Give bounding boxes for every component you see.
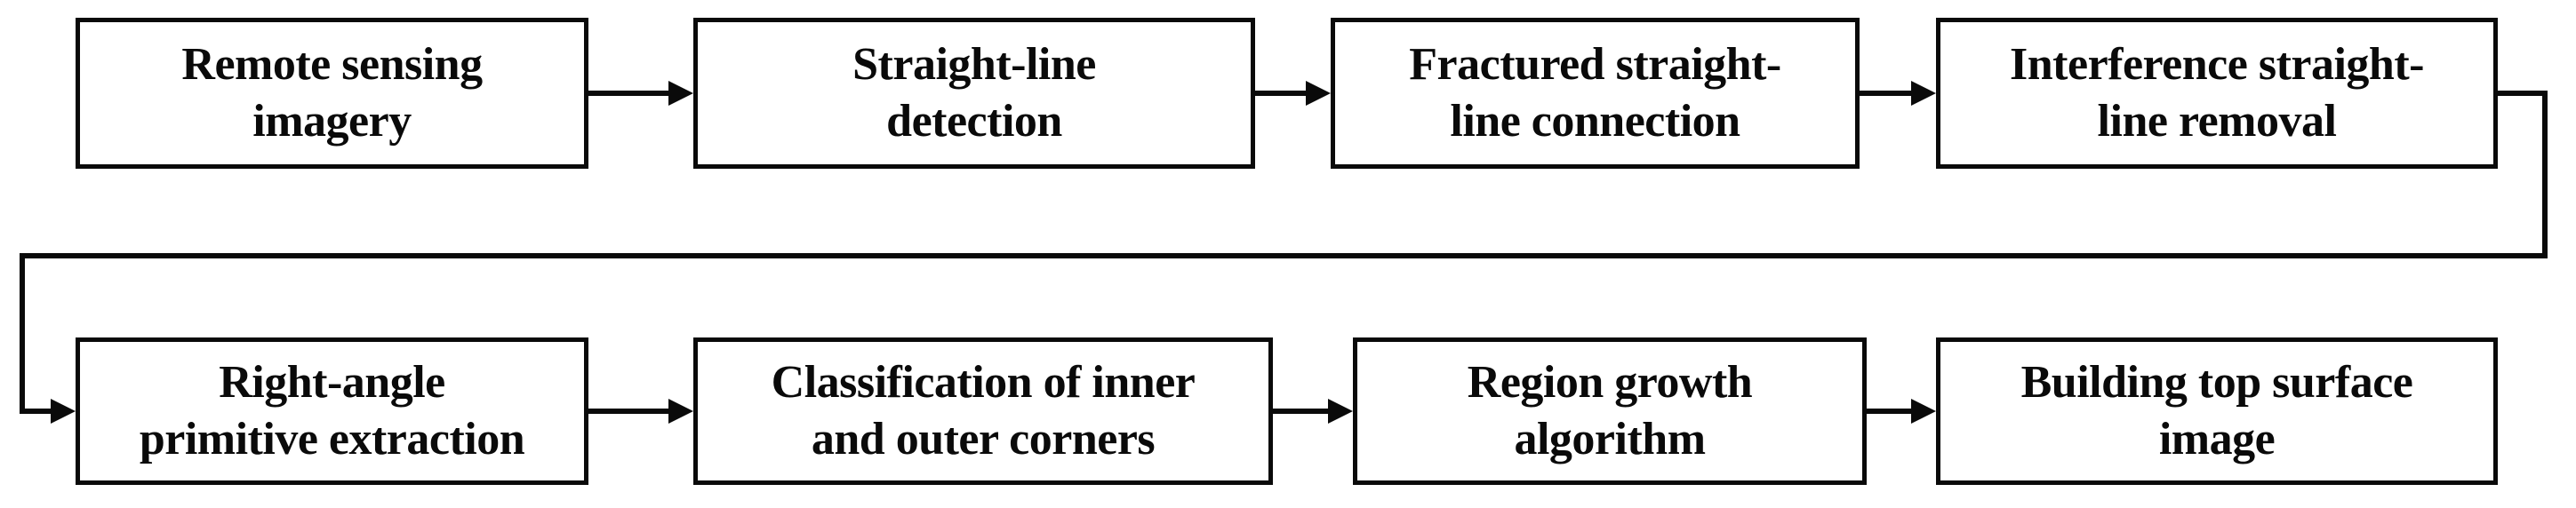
arrow-head-icon (668, 81, 693, 106)
flow-step-interference-straight-line-removal: Interference straight- line removal (1936, 18, 2498, 169)
connector-segment-right-exit (2498, 91, 2548, 96)
arrow-shaft (588, 91, 668, 96)
step-label-line: detection (886, 96, 1062, 147)
arrow-head-icon (1328, 399, 1353, 424)
step-label-line: line connection (1450, 96, 1740, 147)
step-label-line: Region growth (1467, 357, 1753, 408)
arrow-shaft (1255, 91, 1306, 96)
connector-segment-right-down (2542, 91, 2548, 258)
arrow-shaft (1860, 91, 1911, 96)
connector-segment-across (20, 253, 2548, 258)
arrow-shaft (1867, 409, 1911, 414)
step-label-line: imagery (252, 96, 412, 147)
step-label-line: Remote sensing (181, 39, 483, 90)
flow-step-building-top-surface-image: Building top surface image (1936, 337, 2498, 485)
step-label-line: line removal (2097, 96, 2337, 147)
flow-step-fractured-straight-line-connection: Fractured straight- line connection (1331, 18, 1860, 169)
connector-segment-left-down (20, 253, 25, 414)
step-label-line: Right-angle (219, 357, 445, 408)
arrow-shaft (1273, 409, 1328, 414)
arrow-head-icon (1911, 399, 1936, 424)
arrow-head-icon (1306, 81, 1331, 106)
flow-step-right-angle-primitive-extraction: Right-angle primitive extraction (76, 337, 588, 485)
step-label-line: Building top surface (2020, 357, 2413, 408)
step-label-line: and outer corners (811, 414, 1156, 464)
arrow-shaft (588, 409, 668, 414)
step-label-line: image (2158, 414, 2276, 464)
step-label-line: Interference straight- (2010, 39, 2424, 90)
flow-step-region-growth-algorithm: Region growth algorithm (1353, 337, 1867, 485)
arrow-head-icon (1911, 81, 1936, 106)
step-label-line: Fractured straight- (1409, 39, 1781, 90)
step-label-line: Classification of inner (771, 357, 1196, 408)
flow-step-classification-inner-outer-corners: Classification of inner and outer corner… (693, 337, 1273, 485)
arrow-head-icon (668, 399, 693, 424)
step-label-line: primitive extraction (139, 414, 525, 464)
flow-step-straight-line-detection: Straight-line detection (693, 18, 1255, 169)
step-label-line: Straight-line (852, 39, 1096, 90)
step-label-line: algorithm (1514, 414, 1706, 464)
connector-segment-left-entry (20, 409, 51, 414)
arrow-head-icon (51, 399, 76, 424)
flow-step-remote-sensing-imagery: Remote sensing imagery (76, 18, 588, 169)
